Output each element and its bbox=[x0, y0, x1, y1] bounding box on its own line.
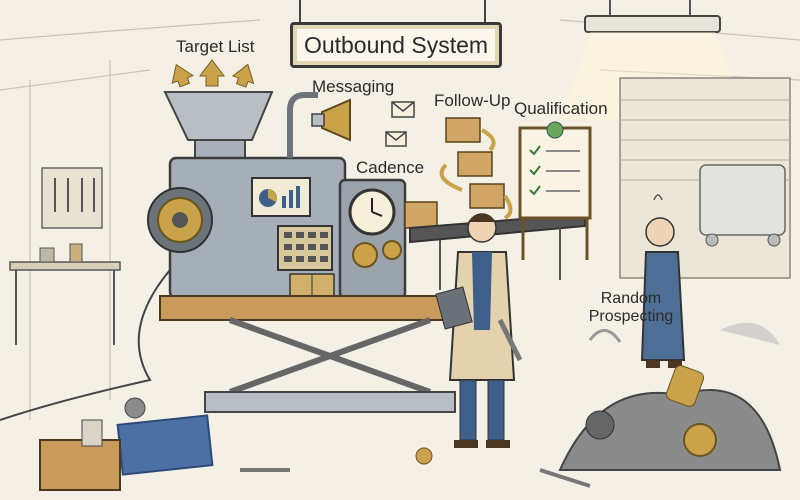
outbound-machine bbox=[147, 92, 407, 300]
cadence-label: Cadence bbox=[356, 158, 425, 177]
messaging-label: Messaging bbox=[312, 77, 395, 96]
sign-hangers bbox=[299, 0, 486, 22]
random-prospecting-label: Random Prospecting bbox=[588, 290, 674, 326]
garage-door bbox=[619, 77, 791, 279]
target-list-label: Target List bbox=[176, 37, 255, 56]
scissor-lift bbox=[159, 295, 491, 413]
junk-pile bbox=[558, 322, 782, 471]
tool-pegboard bbox=[41, 167, 103, 229]
follow-up-boxes bbox=[404, 117, 505, 229]
follow-up-arrows bbox=[439, 128, 513, 220]
outbound-system-sign: Outbound System bbox=[290, 22, 502, 68]
megaphone bbox=[311, 98, 351, 142]
power-cord bbox=[0, 269, 171, 421]
envelope-icons bbox=[385, 101, 415, 147]
follow-up-label: Follow-Up bbox=[434, 91, 511, 110]
worker-figure bbox=[640, 194, 686, 368]
input-arrows bbox=[171, 59, 255, 88]
workbench bbox=[9, 243, 121, 345]
engineer-figure bbox=[435, 213, 523, 448]
sign-title: Outbound System bbox=[303, 31, 489, 58]
hopper-intake bbox=[163, 91, 274, 163]
qualification-label: Qualification bbox=[514, 99, 608, 118]
qualification-board bbox=[518, 121, 592, 260]
floor-items bbox=[39, 397, 591, 491]
